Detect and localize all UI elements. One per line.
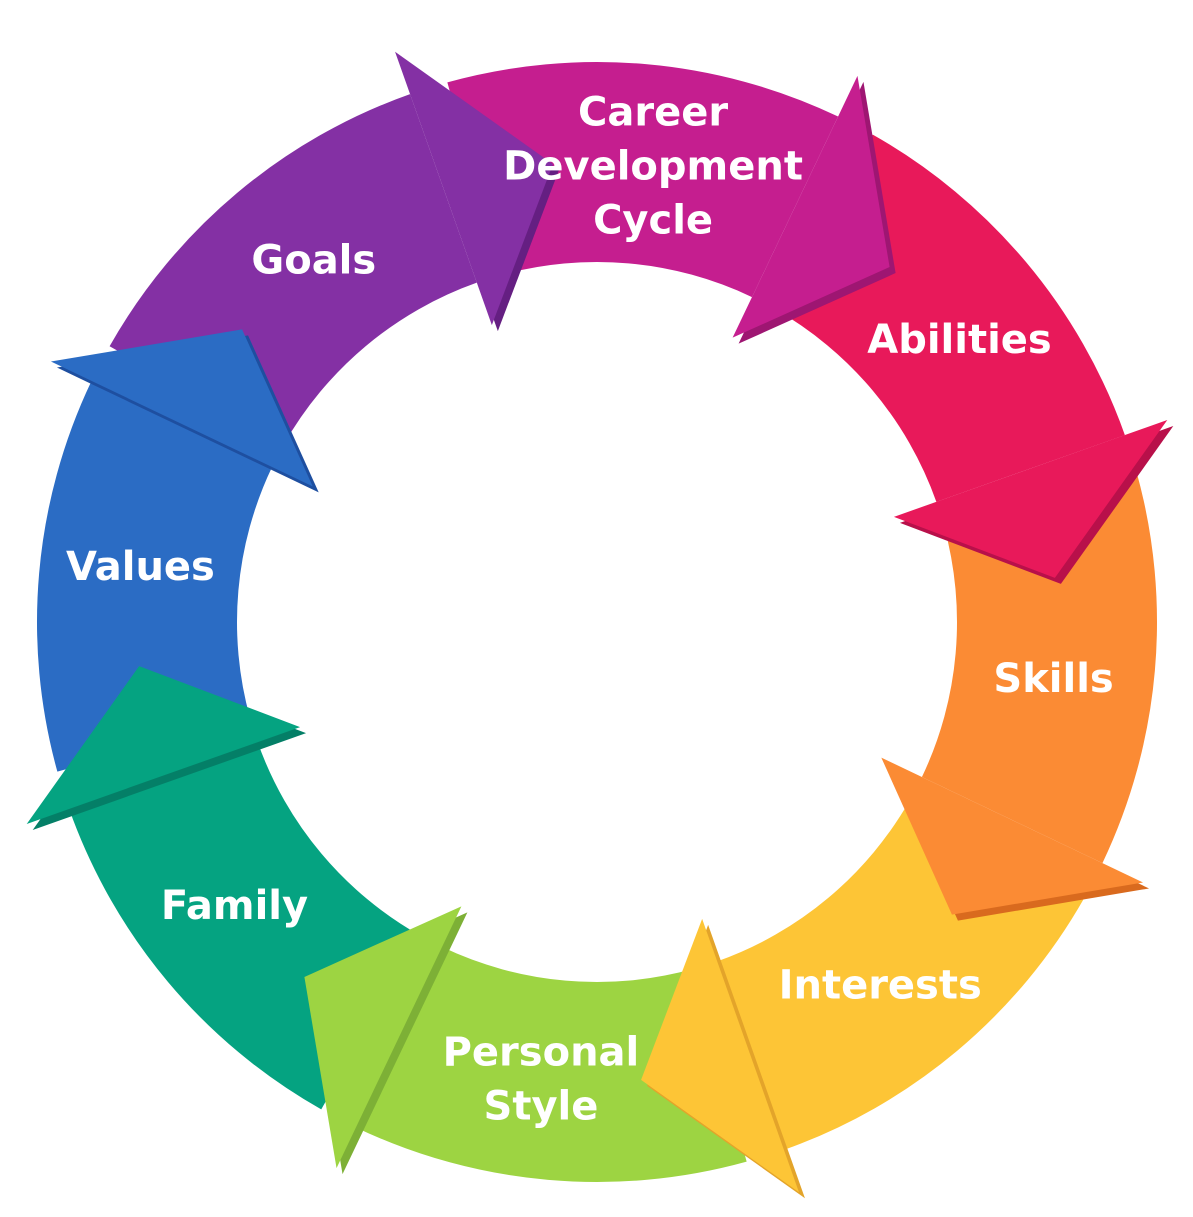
label-interests: Interests: [779, 962, 982, 1008]
label-line: Abilities: [867, 317, 1052, 363]
label-line: Goals: [251, 238, 376, 284]
arrowhead-career-development-cycle: [732, 75, 890, 338]
label-line: Skills: [993, 656, 1113, 702]
label-abilities: Abilities: [867, 317, 1052, 363]
segment-personal-style: [355, 946, 747, 1182]
label-line: Career: [578, 89, 728, 135]
arrowhead-personal-style: [304, 906, 462, 1169]
label-family: Family: [161, 883, 308, 929]
segment-career-development-cycle: [447, 61, 839, 298]
arrowhead-family: [26, 666, 301, 824]
arrowhead-values: [50, 329, 313, 487]
label-goals: Goals: [251, 238, 376, 284]
arrowhead-abilities: [893, 420, 1168, 578]
label-line: Personal: [443, 1030, 640, 1076]
label-line: Values: [66, 544, 215, 590]
arrowhead-skills: [881, 757, 1144, 915]
label-line: Development: [503, 143, 803, 189]
label-line: Family: [161, 883, 308, 929]
label-line: Style: [484, 1084, 599, 1130]
segment-skills: [921, 472, 1157, 864]
arrowhead-goals: [395, 51, 553, 326]
arrowhead-interests: [641, 918, 799, 1193]
label-line: Interests: [779, 962, 982, 1008]
label-skills: Skills: [993, 656, 1113, 702]
label-line: Cycle: [593, 197, 713, 243]
label-values: Values: [66, 544, 215, 590]
segment-values: [36, 380, 273, 772]
